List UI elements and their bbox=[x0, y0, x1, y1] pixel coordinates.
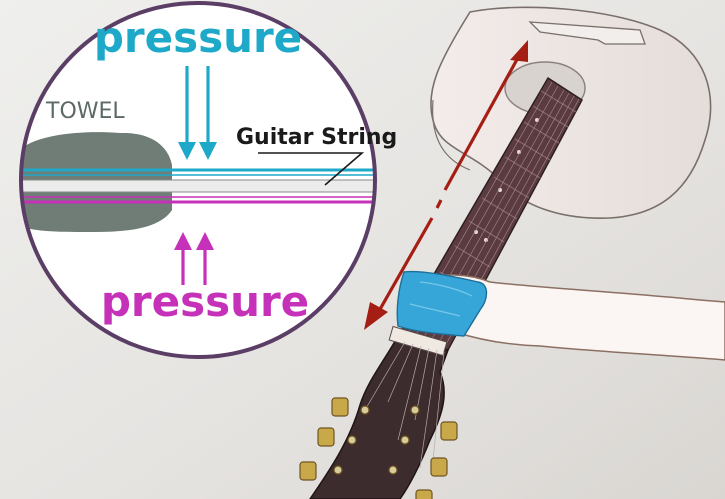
cleaning-cloth bbox=[396, 270, 488, 337]
guitar-string-label: Guitar String bbox=[236, 125, 397, 150]
headstock-strings bbox=[364, 341, 445, 471]
string-callout-line bbox=[258, 152, 365, 186]
direction-arrows bbox=[364, 40, 528, 330]
bottom-pressure-label: pressure bbox=[101, 277, 309, 326]
nut bbox=[388, 325, 448, 357]
guitar-string bbox=[21, 179, 375, 193]
towel-label: TOWEL bbox=[45, 99, 125, 124]
zoom-inset: pressure pressure TOWEL Guitar String bbox=[19, 1, 397, 359]
top-pressure-label: pressure bbox=[94, 13, 302, 62]
tuning-pegs bbox=[299, 397, 458, 499]
up-arrows-icon bbox=[174, 232, 214, 285]
headstock bbox=[309, 325, 449, 499]
arrow-down-head bbox=[364, 302, 388, 330]
arrow-up-head bbox=[510, 40, 528, 62]
inset-border bbox=[19, 1, 377, 359]
down-arrows-icon bbox=[178, 66, 217, 160]
bridge bbox=[528, 21, 646, 45]
